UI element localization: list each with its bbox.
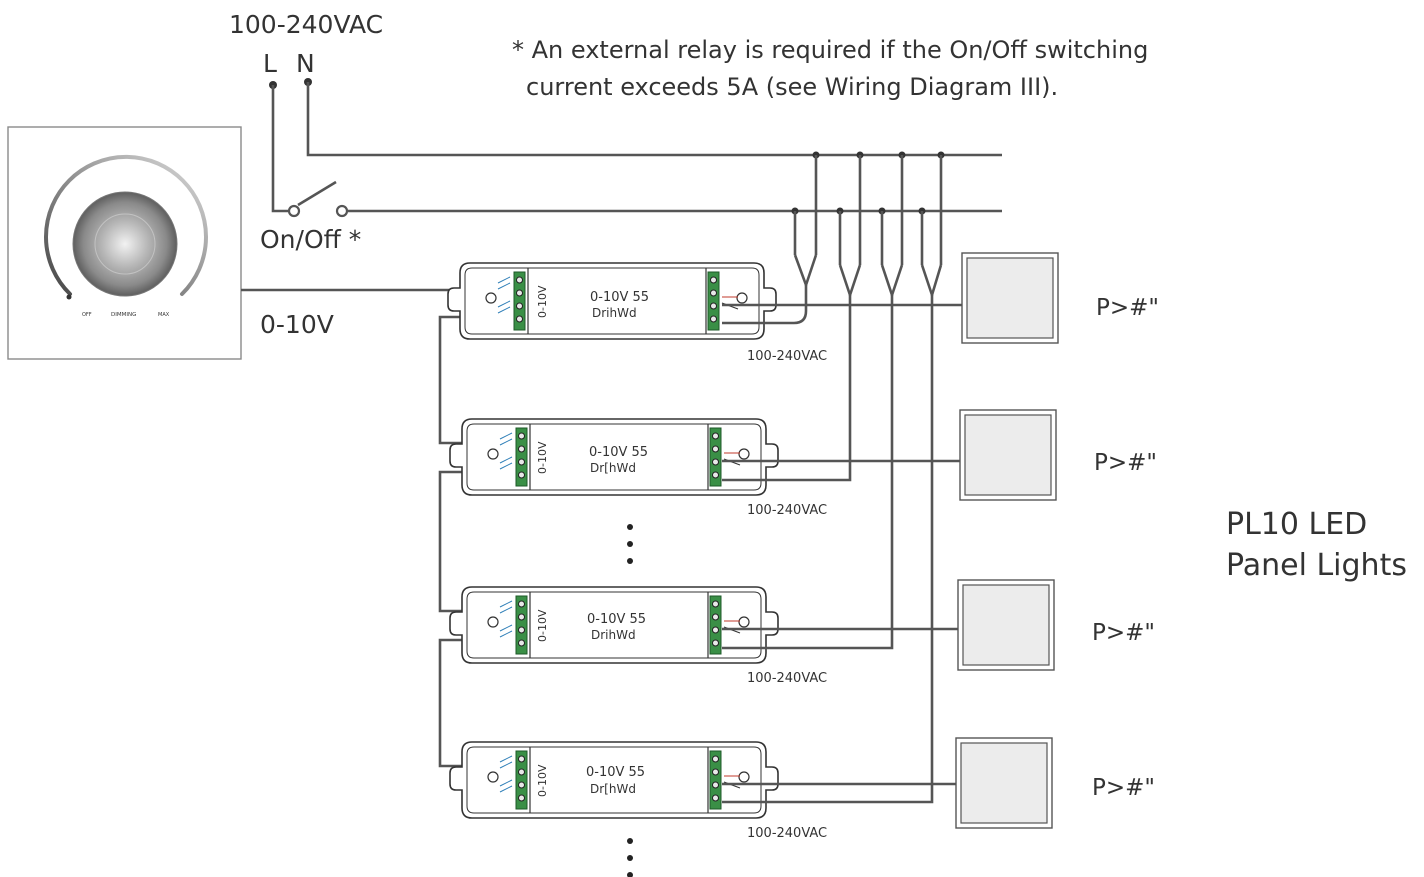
supply-voltage-label: 100-240VAC [229,10,383,39]
ac-feed-3 [722,151,906,650]
driver-model: Dr[hWd [590,782,636,796]
driver-model: DrihWd [592,306,637,320]
switch-contact-1 [287,204,301,218]
driver-model: Dr[hWd [590,461,636,475]
driver-title: 0-10V 55 [590,290,649,305]
driver-input-label: 100-240VAC [747,503,827,518]
daisy-chain-1-2 [438,315,472,445]
panel-label-1: P>#" [1096,295,1159,321]
driver-input-label: 100-240VAC [747,826,827,841]
ac-feed-4 [722,151,945,804]
led-driver-1: 0-10V 0-10V 55 DrihWd 100-240VAC [447,262,827,364]
driver-terminal-label: 0-10V [536,285,549,318]
driver-title: 0-10V 55 [587,612,646,627]
led-panel-2 [959,409,1057,501]
daisy-chain-2-3 [438,470,472,613]
driver-title: 0-10V 55 [589,445,648,460]
driver-input-label: 100-240VAC [747,349,827,364]
dimmer-dimming-label: DIMMING [111,312,136,318]
driver-input-label: 100-240VAC [747,671,827,686]
off-indicator-dot [66,294,72,300]
led-driver-4: 0-10V 0-10V 55 Dr[hWd 100-240VAC [449,741,827,841]
panel-title-line-2: Panel Lights [1226,548,1407,583]
continuation-dots-2 [627,838,633,877]
dimmer-off-label: OFF [82,312,92,318]
panel-label-3: P>#" [1092,620,1155,646]
signal-label: 0-10V [260,310,334,339]
led-panel-4 [955,737,1053,829]
led-driver-3: 0-10V 0-10V 55 DrihWd 100-240VAC [449,586,827,686]
driver-title: 0-10V 55 [586,765,645,780]
led-panel-3 [957,579,1055,671]
ac-feed-1 [722,151,820,325]
panel-label-2: P>#" [1094,450,1157,476]
continuation-dots-1 [627,524,633,564]
led-driver-2: 0-10V 0-10V 55 Dr[hWd 100-240VAC [449,418,827,518]
live-wire [271,85,289,213]
driver-terminal-label: 0-10V [536,764,549,797]
daisy-chain-3-4 [438,638,472,768]
switch-lever [297,180,337,207]
ac-feed-2 [722,151,864,482]
switch-label: On/Off * [260,225,361,254]
dimming-arc [44,154,208,296]
live-label: L [263,49,277,78]
driver-model: DrihWd [591,628,636,642]
neutral-label: N [296,49,315,78]
driver-terminal-label: 0-10V [536,609,549,642]
neutral-bus [306,82,1002,157]
panel-label-4: P>#" [1092,775,1155,801]
led-panel-1 [961,252,1059,344]
dimmer-max-label: MAX [158,312,170,318]
driver-terminal-label: 0-10V [536,441,549,474]
dimmer-wall-panel: OFF DIMMING MAX [7,126,242,360]
switch-contact-2 [335,204,349,218]
panel-title-line-1: PL10 LED [1226,507,1367,542]
relay-note-line-1: * An external relay is required if the O… [512,36,1148,64]
relay-note-line-2: current exceeds 5A (see Wiring Diagram I… [526,73,1058,101]
dimmer-knob [72,191,178,297]
